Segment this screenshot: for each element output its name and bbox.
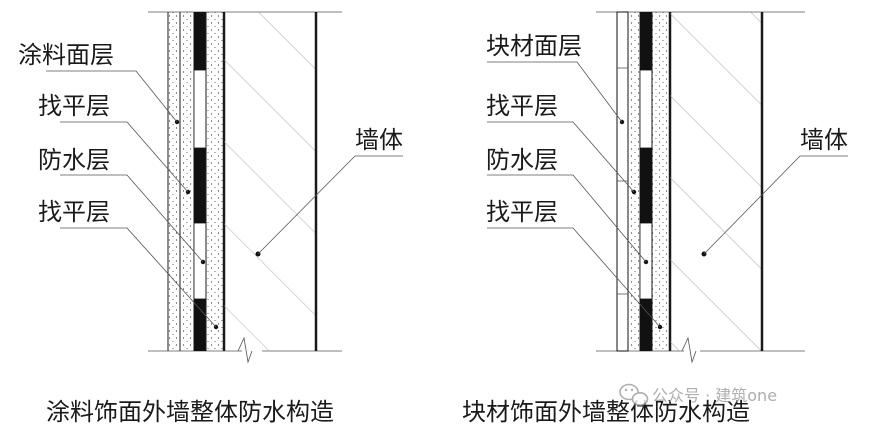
wp-block (640, 299, 652, 351)
left-waterproof-layer (193, 12, 207, 351)
right-caption: 块材饰面外墙整体防水构造 (462, 398, 750, 426)
watermark: 公众号 · 建筑one (619, 383, 777, 406)
watermark-text: 公众号 · 建筑one (652, 386, 777, 405)
leader-line (487, 227, 661, 328)
right-leveling-layer-outer (628, 12, 640, 351)
leader-line (487, 61, 623, 123)
leader-line-wall (703, 155, 848, 255)
label-waterproof-layer: 防水层 (486, 146, 558, 174)
leader-line (487, 174, 647, 263)
left-break-mark (237, 336, 253, 364)
right-diagram: 块材面层 找平层 防水层 找平层 墙体 块材饰面外墙整体防水构造 (462, 11, 848, 426)
right-break-mark (681, 336, 697, 364)
wp-block (194, 299, 206, 351)
wp-block (194, 12, 206, 70)
leader-line (60, 227, 217, 328)
label-leveling-layer-2: 找平层 (38, 198, 110, 226)
wp-block (640, 148, 652, 223)
label-tile-layer: 块材面层 (486, 32, 582, 60)
label-coating-layer: 涂料面层 (18, 41, 114, 69)
right-leveling-layer-inner (652, 12, 670, 351)
label-waterproof-layer: 防水层 (38, 146, 110, 174)
wp-block (639, 69, 653, 149)
left-wall-body (224, 12, 316, 351)
leader-line (60, 121, 189, 193)
label-leveling-layer-2: 找平层 (486, 198, 558, 226)
left-caption: 涂料饰面外墙整体防水构造 (46, 398, 334, 426)
left-diagram: 涂料面层 找平层 防水层 找平层 墙体 涂料饰面外墙整体防水构造 (18, 11, 403, 426)
wp-block (194, 148, 206, 223)
right-waterproof-layer (639, 12, 653, 351)
label-wall: 墙体 (355, 126, 403, 154)
leader-line (487, 121, 635, 193)
wp-block (640, 12, 652, 70)
wechat-icon (619, 383, 649, 406)
label-wall: 墙体 (800, 126, 848, 154)
left-coating-layer (168, 12, 180, 351)
label-leveling-layer-1: 找平层 (38, 92, 110, 120)
wp-block (193, 69, 207, 149)
leader-line (60, 174, 204, 263)
leader-line-wall (257, 155, 403, 255)
leader-line (46, 70, 178, 123)
right-wall-body (670, 12, 762, 351)
left-leveling-layer-inner (206, 12, 224, 351)
left-leveling-layer-outer (180, 12, 194, 351)
right-tile-layer (616, 11, 629, 352)
label-leveling-layer-1: 找平层 (486, 92, 558, 120)
